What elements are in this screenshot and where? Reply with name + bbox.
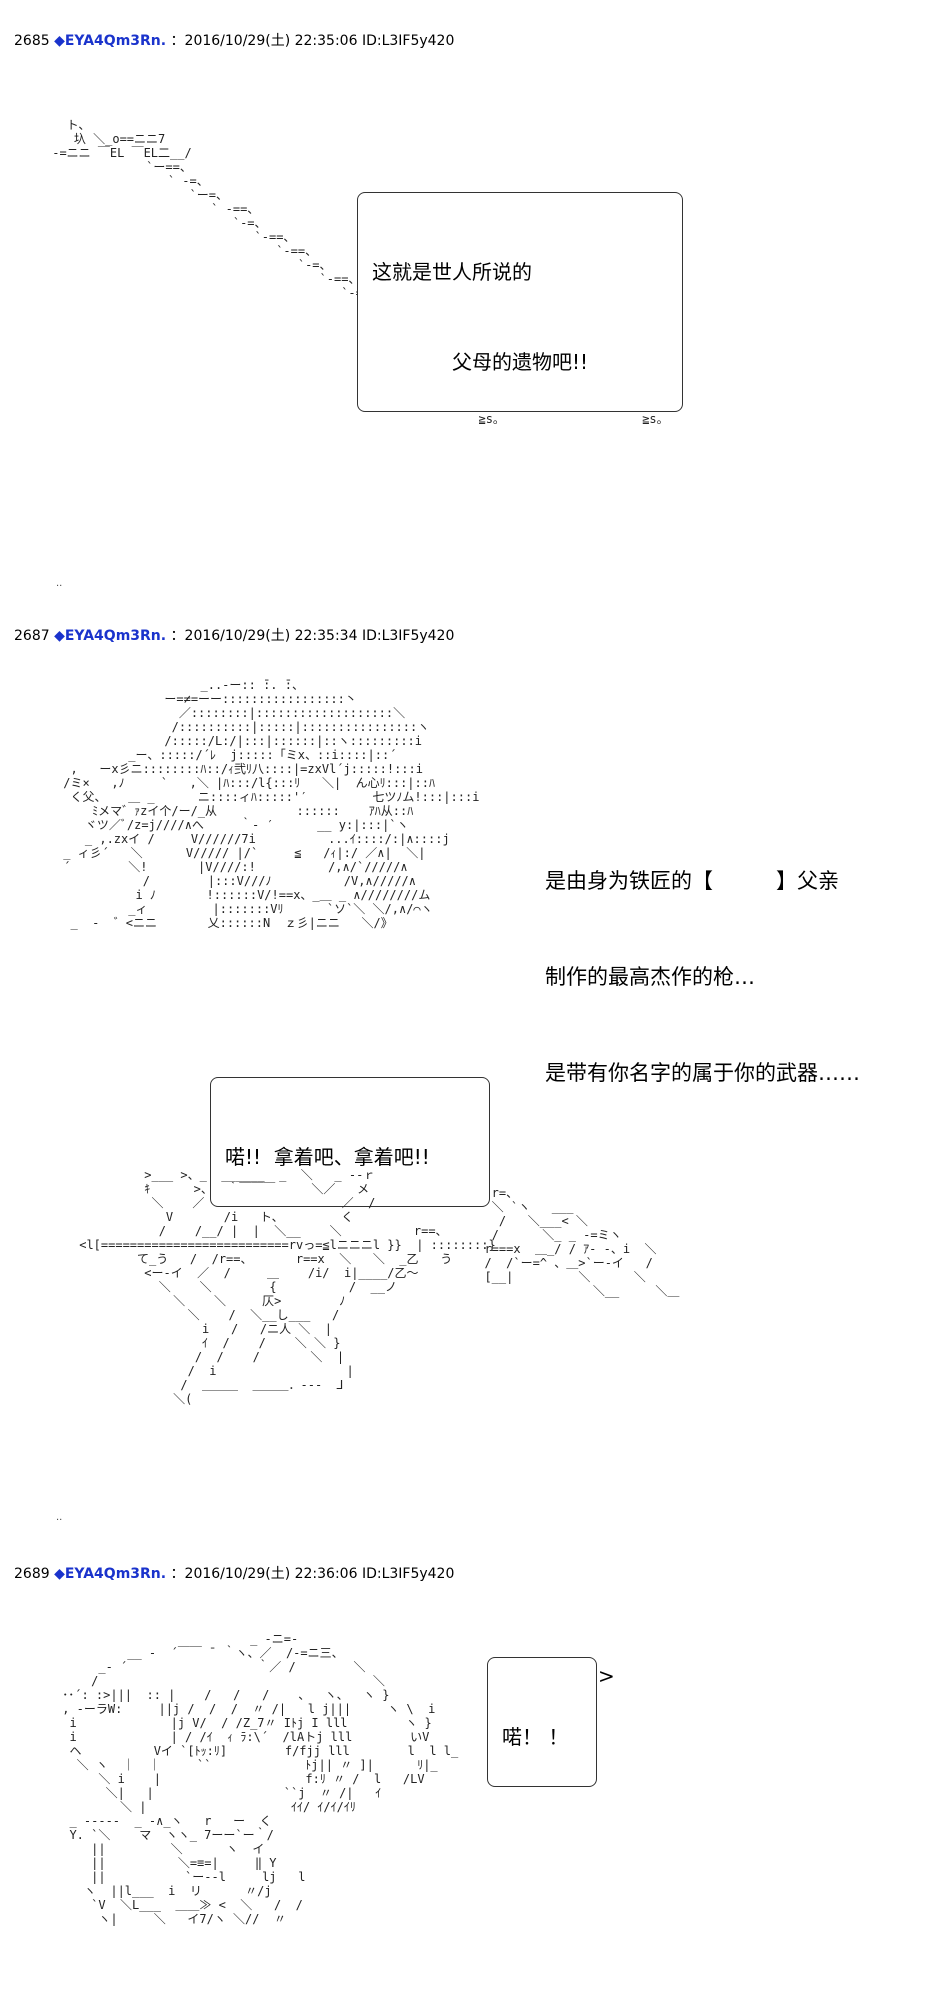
post-number: 2685 [14, 33, 50, 49]
bubble-line: 喏！ ！ [502, 1725, 569, 1749]
post-separator: .. [56, 578, 63, 589]
post-number: 2689 [14, 1566, 50, 1582]
post-meta: ：2016/10/29(土) 22:35:06 ID:L3IF5y420 [170, 33, 455, 49]
speech-bubble-2689: 喏！ ！ [487, 1657, 597, 1787]
post-header-2685: 2685 ◆EYA4Qm3Rn. ：2016/10/29(土) 22:35:06… [14, 30, 454, 50]
post-separator: .. [56, 1512, 63, 1523]
poster-name[interactable]: ◆EYA4Qm3Rn. [54, 1566, 167, 1582]
narration-line: 制作的最高杰作的枪… [545, 965, 755, 989]
post-meta: ：2016/10/29(土) 22:36:06 ID:L3IF5y420 [170, 1566, 455, 1582]
speech-bubble-2685: 这就是世人所说的 父母的遗物吧!! [357, 192, 683, 412]
poster-name[interactable]: ◆EYA4Qm3Rn. [54, 628, 167, 644]
post-header-2689: 2689 ◆EYA4Qm3Rn. ：2016/10/29(土) 22:36:06… [14, 1563, 454, 1583]
narration-line: 是带有你名字的属于你的武器…… [545, 1061, 860, 1085]
bubble-tail-icon: > [598, 1664, 615, 1688]
bubble-line: 父母的遗物吧!! [372, 350, 589, 374]
narration-text: 是由身为铁匠的【 】父亲 制作的最高杰作的枪… 是带有你名字的属于你的武器…… [545, 801, 860, 1121]
post-header-2687: 2687 ◆EYA4Qm3Rn. ：2016/10/29(土) 22:35:34… [14, 625, 454, 645]
poster-name[interactable]: ◆EYA4Qm3Rn. [54, 33, 167, 49]
ascii-art-character-smiling: _..-ー:: ̄:. ̄:、 ー=≠=ーー:::::::::::::::::丶… [63, 678, 480, 930]
ascii-art-spear-head: r=、 ＼ `ヽ ___ / ＼___< ＼ / ＼_ _ -=ミヽ r===x… [484, 1186, 680, 1298]
speech-bubble-2687: 喏!! 拿着吧、拿着吧!! [210, 1077, 490, 1207]
bubble-line: 喏!! 拿着吧、拿着吧!! [225, 1145, 430, 1169]
narration-line: 是由身为铁匠的【 】父亲 [545, 869, 839, 893]
ascii-art-character-profile: _ -ニ=- __ - ´￣￣ ̄ ｀ヽ、／ /-=ニ三、 _- ´ ｀／ / … [62, 1632, 459, 1926]
post-meta: ：2016/10/29(土) 22:35:34 ID:L3IF5y420 [170, 628, 455, 644]
bubble-line: 这就是世人所说的 [372, 260, 532, 284]
ascii-art-character-holding-spear: >___ >、_ ______ _ ＼ _ --ｒ ｷ >、 ｀￣￣￣ ＼／ メ… [79, 1168, 496, 1406]
post-number: 2687 [14, 628, 50, 644]
